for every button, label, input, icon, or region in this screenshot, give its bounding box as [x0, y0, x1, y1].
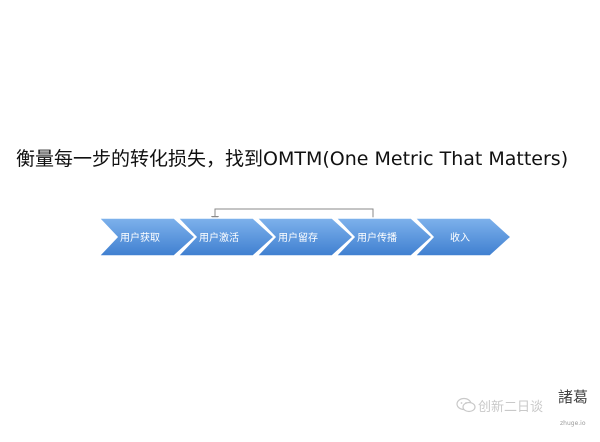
- step-5: 收入: [413, 217, 513, 257]
- brand-logo: 諸葛: [558, 388, 589, 406]
- watermark-text: 创新二日谈: [478, 400, 544, 415]
- chevron-5: [413, 217, 513, 257]
- wechat-icon: [456, 397, 476, 413]
- step-2: 用户激活: [176, 217, 276, 257]
- chevron-3: [255, 217, 355, 257]
- step-label-4: 用户传播: [357, 231, 397, 244]
- feedback-loop-line: [214, 208, 374, 221]
- headline: 衡量每一步的转化损失，找到OMTM(One Metric That Matter…: [16, 148, 569, 170]
- brand-logo-subtext: zhuge.io: [560, 420, 586, 427]
- step-label-5: 收入: [450, 231, 470, 244]
- chevron-1: [97, 217, 197, 257]
- step-label-3: 用户留存: [278, 231, 318, 244]
- step-1: 用户获取: [97, 217, 197, 257]
- step-3: 用户留存: [255, 217, 355, 257]
- step-label-1: 用户获取: [120, 231, 160, 244]
- step-label-2: 用户激活: [199, 231, 239, 244]
- chevron-2: [176, 217, 276, 257]
- chevron-4: [334, 217, 434, 257]
- step-4: 用户传播: [334, 217, 434, 257]
